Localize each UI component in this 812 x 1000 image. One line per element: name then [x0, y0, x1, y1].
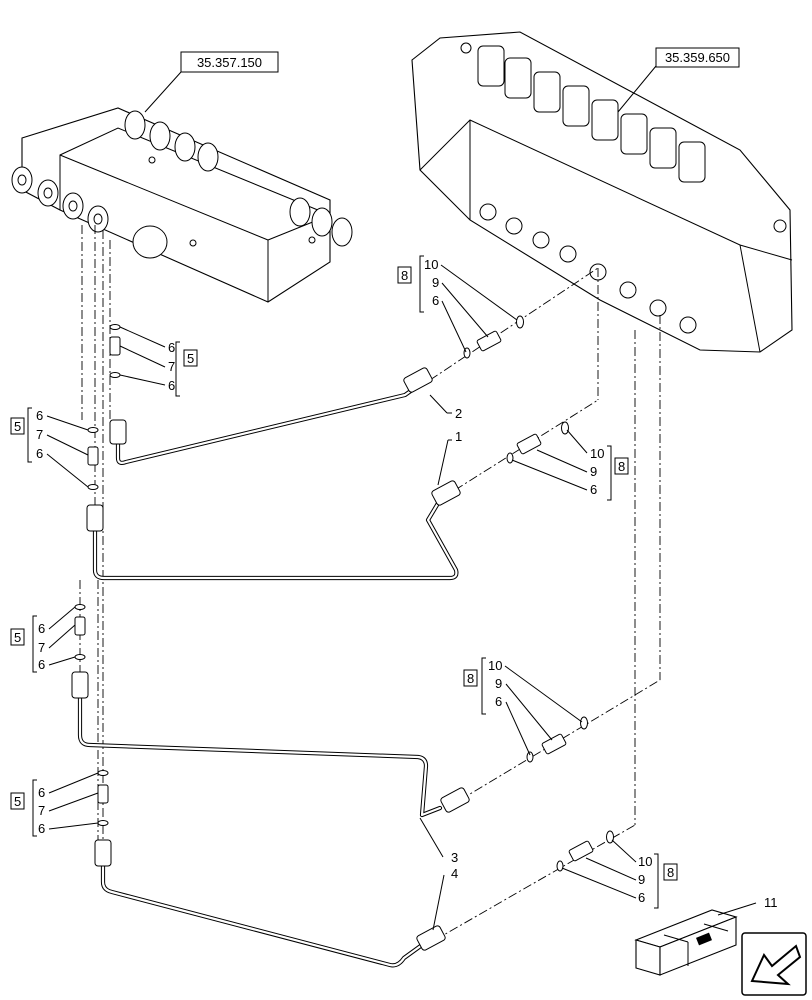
svg-text:5: 5	[14, 630, 21, 645]
svg-text:35.357.150: 35.357.150	[197, 55, 262, 70]
svg-text:6: 6	[495, 694, 502, 709]
kit-group-8-d[interactable]: 10 9 6 8	[561, 839, 678, 909]
reference-solenoid-block[interactable]: 35.357.150	[144, 51, 279, 113]
svg-text:5: 5	[14, 419, 21, 434]
svg-text:1: 1	[455, 429, 462, 444]
svg-text:7: 7	[38, 803, 45, 818]
kit-group-5-c[interactable]: 5 6 7 6	[10, 606, 76, 673]
svg-text:8: 8	[467, 671, 474, 686]
kit-group-5-b[interactable]: 5 6 7 6	[10, 407, 89, 488]
reference-control-valve[interactable]: 35.359.650	[617, 47, 740, 113]
svg-text:6: 6	[168, 340, 175, 355]
svg-text:9: 9	[638, 872, 645, 887]
svg-text:6: 6	[168, 378, 175, 393]
svg-text:8: 8	[667, 865, 674, 880]
svg-text:9: 9	[495, 676, 502, 691]
svg-text:10: 10	[638, 854, 652, 869]
pipe-1[interactable]	[86, 480, 461, 581]
svg-text:6: 6	[38, 657, 45, 672]
left-fittings	[74, 324, 121, 826]
svg-text:11: 11	[764, 895, 778, 910]
right-fittings	[463, 315, 614, 872]
svg-text:2: 2	[455, 406, 462, 421]
pipe-3[interactable]	[71, 671, 470, 818]
control-valve-bank	[411, 31, 793, 353]
svg-text:8: 8	[618, 459, 625, 474]
solenoid-valve-block	[11, 107, 353, 303]
svg-text:6: 6	[36, 408, 43, 423]
svg-text:6: 6	[38, 785, 45, 800]
kit-group-8-b[interactable]: 10 9 6 8	[511, 429, 629, 501]
svg-text:9: 9	[590, 464, 597, 479]
callout-pipe-1[interactable]: 1	[437, 429, 462, 486]
svg-text:35.359.650: 35.359.650	[665, 50, 730, 65]
kit-group-8-a[interactable]: 8 10 9 6	[397, 255, 518, 353]
connection-centerlines	[79, 225, 661, 941]
callout-pipe-4[interactable]: 4	[432, 866, 458, 931]
svg-text:10: 10	[590, 446, 604, 461]
kit-group-5-a[interactable]: 6 7 6 5	[119, 326, 198, 397]
svg-text:3: 3	[451, 850, 458, 865]
kit-group-5-d[interactable]: 5 6 7 6	[10, 772, 99, 837]
kit-crate-icon: 11	[634, 895, 778, 976]
svg-text:6: 6	[638, 890, 645, 905]
svg-text:6: 6	[38, 821, 45, 836]
svg-text:9: 9	[432, 275, 439, 290]
svg-text:4: 4	[451, 866, 458, 881]
svg-text:8: 8	[401, 268, 408, 283]
callout-pipe-3[interactable]: 3	[419, 817, 458, 865]
callout-pipe-2[interactable]: 2	[429, 394, 462, 421]
svg-text:7: 7	[168, 359, 175, 374]
svg-text:7: 7	[38, 640, 45, 655]
pipe-2[interactable]	[109, 367, 433, 465]
svg-text:7: 7	[36, 427, 43, 442]
pipe-4[interactable]	[94, 839, 446, 968]
svg-text:10: 10	[424, 257, 438, 272]
svg-text:6: 6	[36, 446, 43, 461]
kit-group-8-c[interactable]: 8 10 9 6	[463, 657, 583, 756]
svg-text:10: 10	[488, 658, 502, 673]
svg-text:6: 6	[432, 293, 439, 308]
svg-text:6: 6	[38, 621, 45, 636]
navigation-arrow-icon[interactable]	[741, 932, 807, 996]
svg-text:5: 5	[14, 794, 21, 809]
svg-text:5: 5	[187, 351, 194, 366]
svg-text:6: 6	[590, 482, 597, 497]
